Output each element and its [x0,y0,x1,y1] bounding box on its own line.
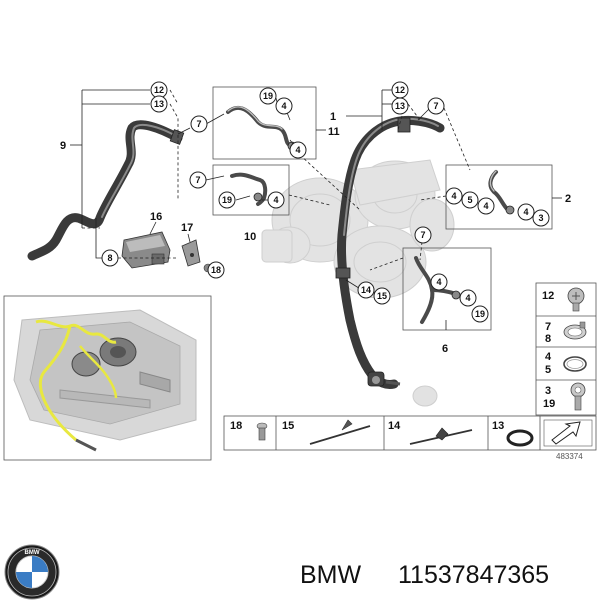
hose-clamp-icon [563,321,587,340]
svg-text:4: 4 [483,201,488,211]
o-ring-icon [506,429,534,447]
legend-4: 4 [545,351,552,363]
bubble-13-left: 13 [150,95,168,113]
seal-ring-icon [563,356,587,372]
svg-text:4: 4 [281,101,286,111]
svg-text:7: 7 [195,175,200,185]
bubble-7-box6: 7 [414,226,432,244]
svg-text:18: 18 [211,265,221,275]
svg-text:4: 4 [436,277,441,287]
bubble-4-box6b: 4 [459,289,477,307]
bmw-logo: BMW [4,544,60,600]
legend-3: 3 [545,385,551,397]
svg-text:7: 7 [433,101,438,111]
cable-tie-icon [309,419,371,445]
callout-16: 16 [150,211,162,223]
callout-9: 9 [60,140,66,152]
engine-inset [3,295,212,461]
bubble-4-box6a: 4 [430,273,448,291]
svg-text:12: 12 [395,85,405,95]
callout-2: 2 [565,193,571,205]
arrow-icon [543,419,593,447]
svg-text:4: 4 [451,191,456,201]
legend-7: 7 [545,321,551,333]
group-box-10 [212,164,290,216]
bubble-7-left: 7 [190,115,208,133]
bubble-15: 15 [373,287,391,305]
legend-8: 8 [545,333,551,345]
banjo-bolt-icon [570,382,586,411]
bubble-7-right: 7 [427,97,445,115]
reservoir-16 [121,231,171,269]
diagram-code: 483374 [556,452,583,461]
svg-text:3: 3 [538,213,543,223]
legend-column: 12 7 8 4 5 3 19 [535,282,597,416]
svg-text:4: 4 [295,145,300,155]
bubble-19-box11: 19 [259,87,277,105]
bubble-4-box11a: 4 [275,97,293,115]
svg-text:19: 19 [263,91,273,101]
svg-text:13: 13 [395,101,405,111]
footer-brand: BMW [300,561,362,589]
svg-text:14: 14 [361,285,371,295]
bubble-4-box2a: 4 [445,187,463,205]
svg-text:12: 12 [154,85,164,95]
callout-17: 17 [181,222,193,234]
bubble-8: 8 [101,249,119,267]
bubble-4-box2c: 4 [517,203,535,221]
bubble-3-box2: 3 [532,209,550,227]
bottom-15: 15 [282,420,294,432]
pipe-6 [414,256,461,324]
bottom-14: 14 [388,420,401,432]
svg-text:4: 4 [273,195,278,205]
svg-text:19: 19 [222,195,232,205]
bubble-19-box6: 19 [471,305,489,323]
cable-clip-icon [409,427,473,445]
svg-text:13: 13 [154,99,164,109]
svg-text:5: 5 [467,195,472,205]
legend-12: 12 [542,290,554,302]
bolt-icon [567,287,585,312]
pipe-10 [230,172,268,206]
svg-text:7: 7 [420,230,425,240]
legend-5: 5 [545,364,551,376]
group-box-6 [402,247,492,331]
bracket-17 [181,239,201,267]
bubble-12-right: 12 [391,81,409,99]
svg-text:19: 19 [475,309,485,319]
svg-text:8: 8 [107,253,112,263]
bottom-parts-row: 18 15 14 13 483374 [223,415,597,461]
bottom-13: 13 [492,420,504,432]
bubble-18: 18 [207,261,225,279]
bottom-18: 18 [230,420,242,432]
bubble-4-box11b: 4 [289,141,307,159]
hose-9 [27,120,185,261]
svg-text:4: 4 [523,207,528,217]
svg-text:7: 7 [196,119,201,129]
legend-19: 19 [543,398,555,410]
pipe-2 [488,170,515,215]
bubble-19-box10: 19 [218,191,236,209]
bubble-13-right: 13 [391,97,409,115]
callout-11: 11 [328,126,340,138]
leader-lines [70,89,562,330]
group-box-11 [212,86,317,160]
bubble-7-box10: 7 [189,171,207,189]
callout-1: 1 [330,111,336,123]
svg-text:15: 15 [377,291,387,301]
bubble-4-box2b: 4 [477,197,495,215]
callout-6: 6 [442,343,448,355]
svg-text:BMW: BMW [25,550,40,556]
bubble-14: 14 [357,281,375,299]
bubble-4-box10: 4 [267,191,285,209]
hose-1 [335,115,445,407]
footer-part-number: 11537847365 [398,561,549,589]
screw-icon [256,422,268,441]
svg-text:4: 4 [465,293,470,303]
bubble-5-box2: 5 [461,191,479,209]
callout-10: 10 [244,231,256,243]
